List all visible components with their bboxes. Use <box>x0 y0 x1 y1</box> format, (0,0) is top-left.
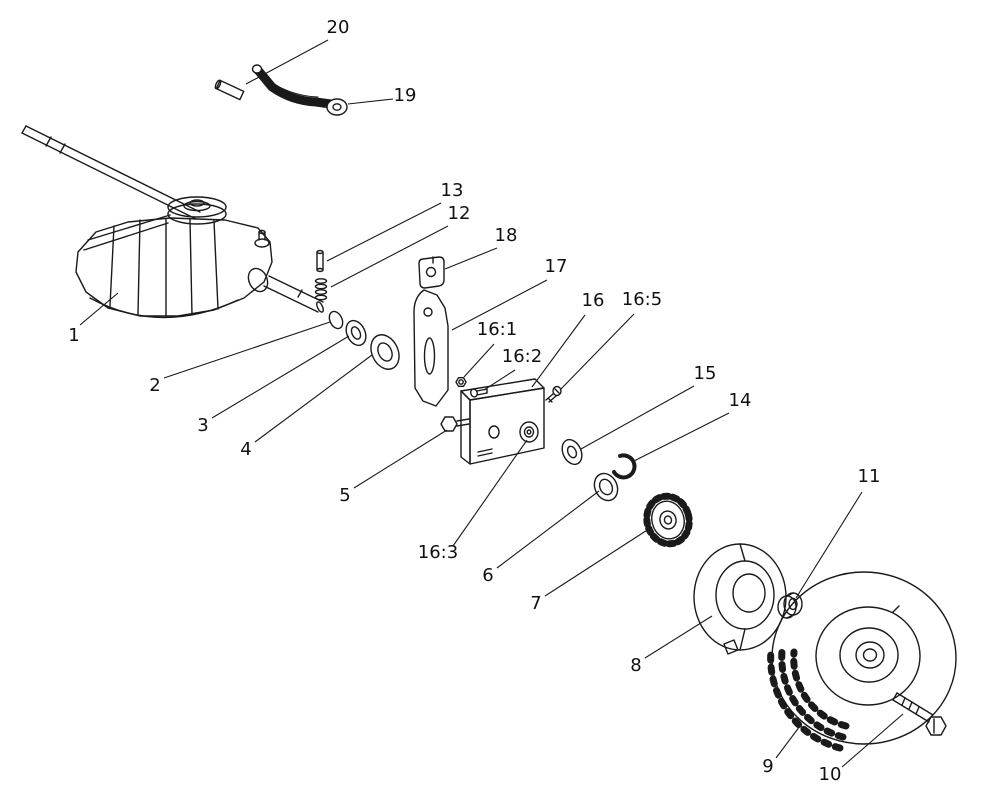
part-label-4: 4 <box>240 439 251 460</box>
part-label-6: 6 <box>482 565 493 586</box>
part-17-bracket-plate <box>413 289 449 407</box>
part-18-clip <box>418 256 445 289</box>
leader-line-17 <box>451 279 548 331</box>
leader-line-11 <box>795 491 863 599</box>
part-label-17: 17 <box>545 256 568 277</box>
part-16-5-screw <box>545 385 562 403</box>
part-1-gearcase-and-axle <box>21 125 324 319</box>
part-8-wheel-hub-cover <box>693 543 787 655</box>
part-labels: 1 2 3 4 5 6 7 8 9 10 11 12 13 14 15 16 1… <box>68 17 880 785</box>
part-label-1: 1 <box>68 325 79 346</box>
part-label-20: 20 <box>327 17 350 38</box>
leader-line-8 <box>644 615 713 659</box>
leader-line-5 <box>353 429 448 489</box>
leader-line-2 <box>163 321 331 379</box>
part-label-10: 10 <box>819 764 842 785</box>
part-14-e-ring <box>612 453 637 480</box>
part-5-bolt <box>440 416 470 432</box>
leader-line-20 <box>245 39 329 85</box>
leader-line-1 <box>79 292 119 326</box>
part-4-washer <box>370 334 400 370</box>
leader-line-16-1 <box>463 343 495 378</box>
part-label-16-2: 16:2 <box>502 346 542 367</box>
leader-line-9 <box>775 725 801 759</box>
part-20-roll-pin <box>214 79 245 101</box>
part-11-bushing <box>777 592 803 619</box>
part-label-16-1: 16:1 <box>477 319 517 340</box>
part-label-2: 2 <box>149 375 160 396</box>
part-label-9: 9 <box>762 756 773 777</box>
leader-line-18 <box>444 247 498 270</box>
part-label-3: 3 <box>197 415 208 436</box>
leader-line-13 <box>326 202 442 262</box>
leader-line-16-5 <box>559 313 635 391</box>
diagram-art <box>21 64 957 752</box>
part-label-5: 5 <box>339 485 350 506</box>
part-label-14: 14 <box>729 390 752 411</box>
part-16-gear-case-bracket <box>440 377 562 465</box>
leader-line-7 <box>544 526 653 597</box>
leader-line-14 <box>631 412 730 463</box>
part-label-8: 8 <box>630 655 641 676</box>
part-label-12: 12 <box>448 203 471 224</box>
part-19-shift-lever <box>251 64 348 116</box>
part-6-washer <box>593 472 619 502</box>
part-label-16-3: 16:3 <box>418 542 458 563</box>
part-13-pin <box>316 249 324 273</box>
leader-line-16-3 <box>452 439 528 547</box>
leader-line-3 <box>211 335 350 419</box>
leader-line-10 <box>841 713 904 768</box>
leader-line-16-2 <box>483 369 516 391</box>
part-7-pinion-gear <box>643 492 693 548</box>
tire-tread-pattern <box>767 646 850 752</box>
part-16-3-bearing <box>519 421 539 443</box>
part-3-washer <box>345 319 367 347</box>
part-label-19: 19 <box>394 85 417 106</box>
leader-line-6 <box>496 490 600 569</box>
part-12-spring <box>314 278 328 301</box>
part-label-15: 15 <box>694 363 717 384</box>
leader-line-12 <box>330 225 449 288</box>
part-9-wheel-tire <box>767 571 957 752</box>
leader-line-16 <box>531 314 586 388</box>
part-15-washer <box>561 438 583 466</box>
part-label-16-5: 16:5 <box>622 289 662 310</box>
part-label-18: 18 <box>495 225 518 246</box>
part-10-axle-bolt <box>892 692 947 736</box>
part-label-13: 13 <box>441 180 464 201</box>
leader-lines <box>79 39 904 768</box>
part-label-7: 7 <box>530 593 541 614</box>
leader-line-19 <box>347 98 394 105</box>
part-label-16: 16 <box>582 290 605 311</box>
leader-line-15 <box>580 385 695 450</box>
leader-line-4 <box>254 354 373 443</box>
part-2-snap-ring <box>328 310 344 330</box>
part-label-11: 11 <box>858 466 881 487</box>
part-16-1-nut <box>455 377 467 387</box>
